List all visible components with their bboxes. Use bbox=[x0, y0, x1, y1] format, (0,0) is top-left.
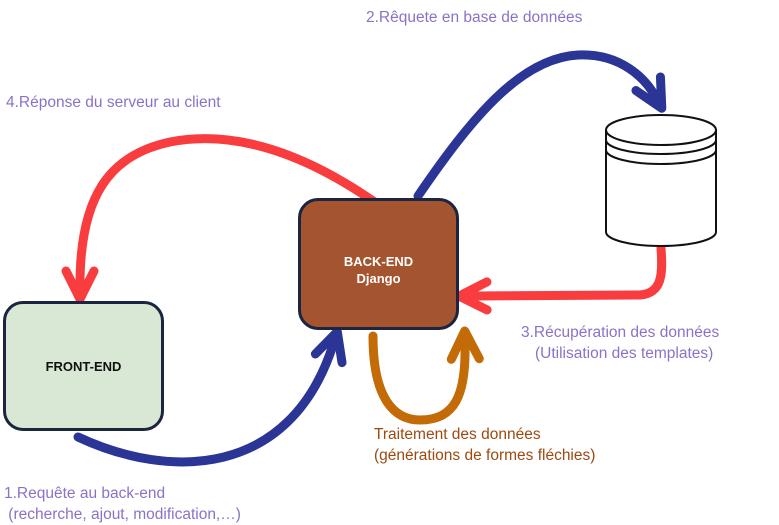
database-cylinder-icon bbox=[605, 114, 717, 247]
step4-label: 4.Réponse du serveur au client bbox=[6, 94, 221, 111]
processing-loop-arrow bbox=[368, 326, 484, 425]
frontend-box: FRONT-END bbox=[3, 301, 164, 431]
step1-label-line1: 1.Requête au back-end bbox=[4, 485, 166, 502]
frontend-label: FRONT-END bbox=[45, 358, 122, 374]
query-arrow-backend-to-database bbox=[413, 50, 667, 201]
step1-label-line2: (recherche, ajout, modification,…) bbox=[4, 506, 241, 523]
backend-box: BACK-END Django bbox=[298, 198, 459, 330]
step2-label: 2.Rêquete en base de données bbox=[366, 9, 583, 26]
backend-label: BACK-END bbox=[343, 254, 414, 269]
processing-label-line2: (générations de formes fléchies) bbox=[374, 447, 596, 464]
step3-label-line2: (Utilisation des templates) bbox=[535, 345, 714, 362]
response-arrow-backend-to-frontend bbox=[61, 134, 381, 304]
request-arrow-frontend-to-backend bbox=[73, 327, 347, 467]
backend-framework-label: Django bbox=[356, 271, 401, 286]
retrieval-arrow-database-to-backend bbox=[454, 243, 667, 315]
step3-label-line1: 3.Récupération des données bbox=[521, 324, 720, 341]
processing-label-line1: Traitement des données bbox=[374, 426, 541, 443]
